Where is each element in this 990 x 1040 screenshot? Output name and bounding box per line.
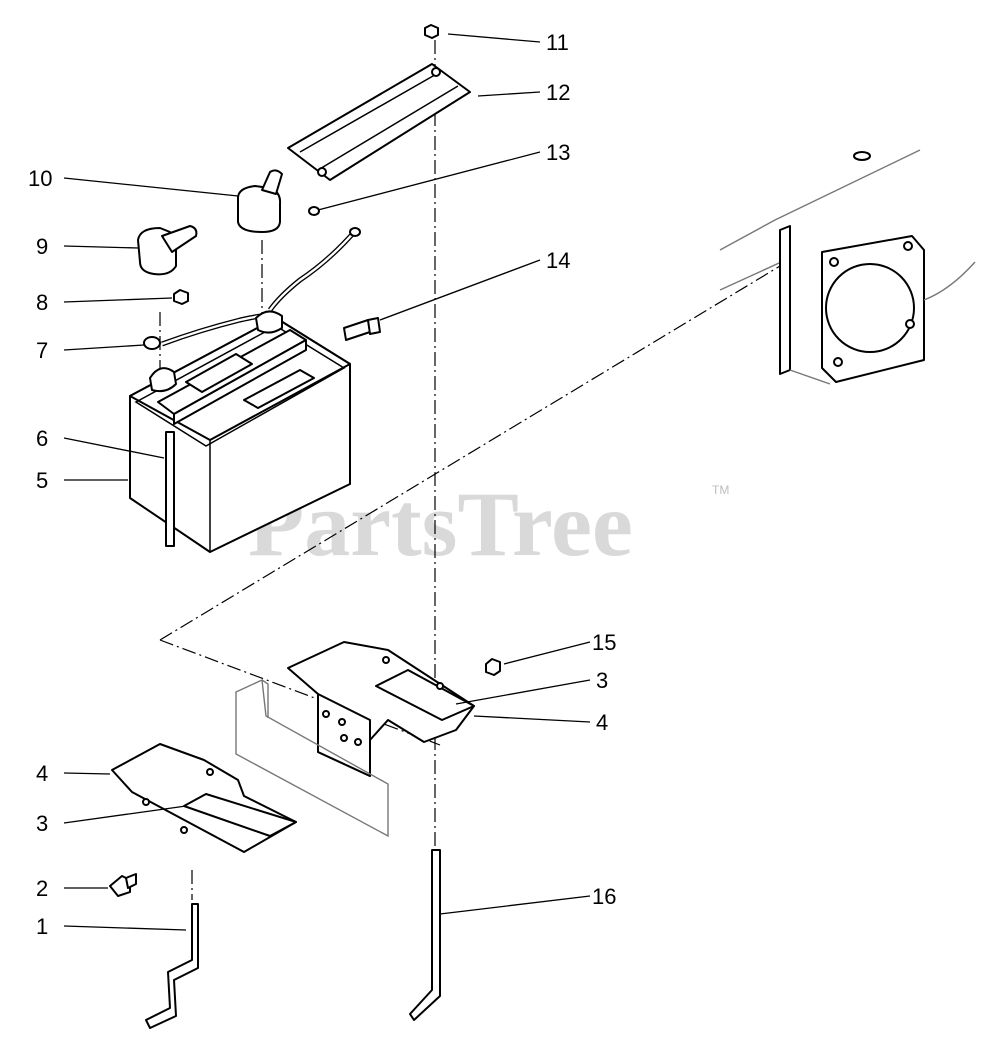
callout-3-right: 3 <box>596 668 608 693</box>
part-hook-rod-16 <box>409 849 441 1021</box>
part-nut-11 <box>424 24 439 39</box>
frame-fragment <box>719 149 976 385</box>
part-rod-6 <box>165 431 175 547</box>
callout-4-right: 4 <box>596 710 608 735</box>
callout-6: 6 <box>36 426 48 451</box>
part-hold-down-12 <box>287 63 471 181</box>
callout-16: 16 <box>592 884 616 909</box>
callout-7: 7 <box>36 338 48 363</box>
part-nut-15 <box>485 658 501 676</box>
callout-2: 2 <box>36 876 48 901</box>
callout-10: 10 <box>28 166 52 191</box>
part-terminal-cover-9 <box>137 225 198 276</box>
callout-3-left: 3 <box>36 811 48 836</box>
part-terminal-cover-10 <box>237 169 283 233</box>
callout-12: 12 <box>546 80 570 105</box>
part-tray-right <box>287 641 475 777</box>
watermark-tm: TM <box>712 483 729 497</box>
frame-plate <box>235 678 389 838</box>
callout-13: 13 <box>546 140 570 165</box>
part-hook-rod-1 <box>145 903 199 1029</box>
part-nut-8 <box>173 289 189 305</box>
part-bolt-14 <box>343 317 381 341</box>
callout-5: 5 <box>36 468 48 493</box>
part-cable-13 <box>220 206 361 312</box>
callout-9: 9 <box>36 234 48 259</box>
callout-1: 1 <box>36 914 48 939</box>
part-battery-5 <box>129 310 351 553</box>
callout-4-left: 4 <box>36 761 48 786</box>
callout-8: 8 <box>36 290 48 315</box>
part-tray-left <box>111 743 297 853</box>
part-bolt-2 <box>109 873 137 897</box>
callout-15: 15 <box>592 630 616 655</box>
leader-lines <box>63 33 591 931</box>
callout-labels: 1 2 3 3 4 4 5 6 7 8 9 10 11 12 13 14 15 … <box>28 30 616 939</box>
callout-11: 11 <box>546 30 569 55</box>
callout-14: 14 <box>546 248 570 273</box>
